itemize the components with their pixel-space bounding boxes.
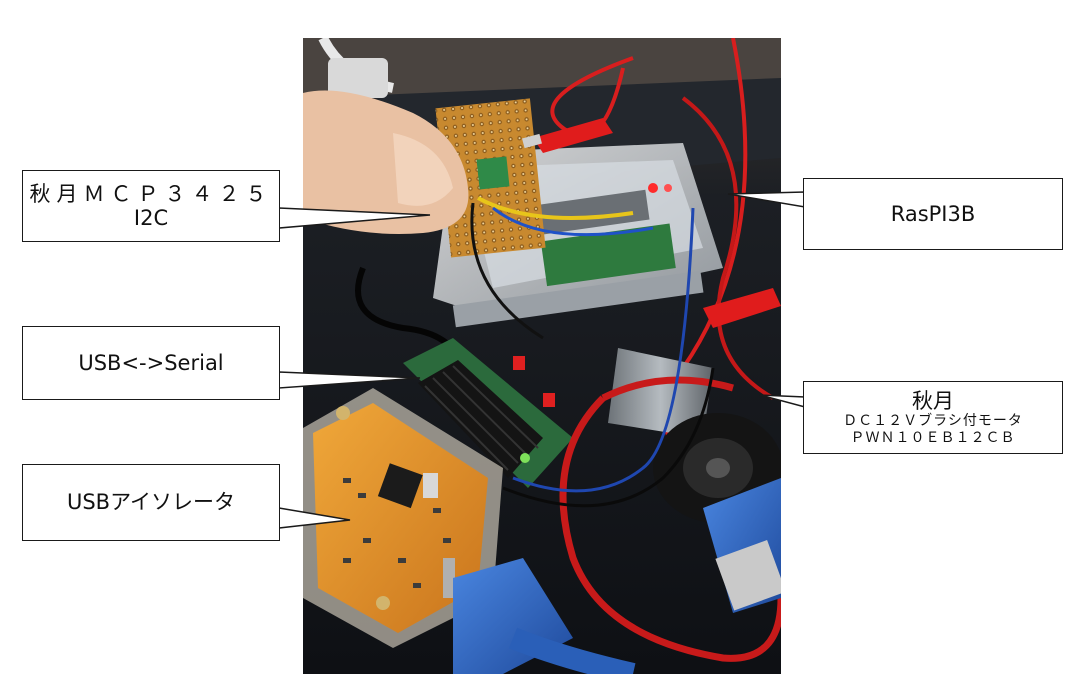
callout-usb-serial: USB<->Serial (22, 326, 280, 400)
callout-motor: 秋月 ＤＣ１２Ｖブラシ付モータ ＰＷＮ１０ＥＢ１２ＣＢ (803, 381, 1063, 454)
callout-raspi-label: RasPI3B (890, 201, 976, 226)
callout-mcp3425-line2: I2C (133, 206, 169, 230)
hardware-photo (303, 38, 781, 674)
callout-motor-line3: ＰＷＮ１０ＥＢ１２ＣＢ (850, 429, 1016, 446)
callout-motor-line1: 秋月 (912, 389, 954, 414)
callout-isolator-label: USBアイソレータ (66, 490, 236, 515)
callout-motor-line2: ＤＣ１２Ｖブラシ付モータ (843, 413, 1023, 430)
callout-raspi: RasPI3B (803, 178, 1063, 250)
callout-mcp3425: 秋月ＭＣＰ３４２５ I2C (22, 170, 280, 242)
callout-isolator: USBアイソレータ (22, 464, 280, 541)
callout-usb-serial-label: USB<->Serial (78, 350, 224, 375)
callout-mcp3425-line1: 秋月ＭＣＰ３４２５ (29, 181, 273, 206)
